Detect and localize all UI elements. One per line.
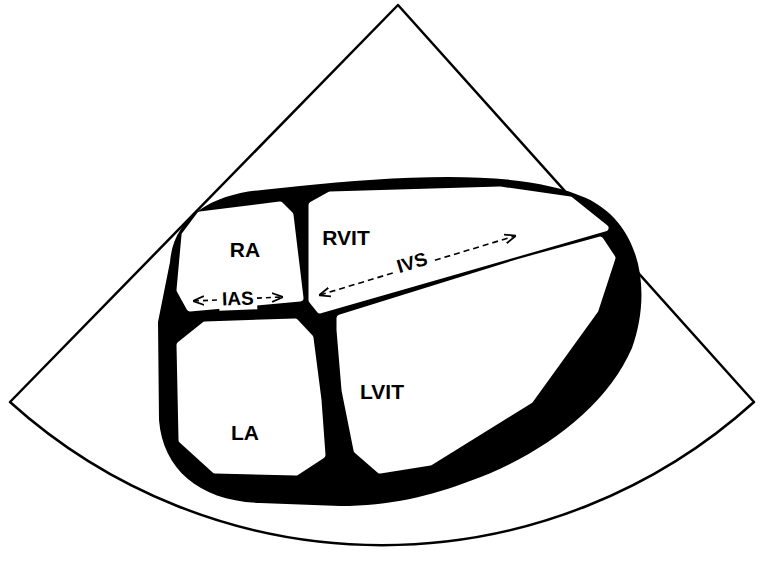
left-ventricle-chamber: LVIT: [335, 235, 617, 475]
septum-label: IAS: [219, 288, 257, 310]
chamber-label: RVIT: [322, 226, 369, 249]
chamber-label: LVIT: [360, 380, 404, 403]
ivs-dimension-arrow: [320, 236, 515, 295]
chamber-cavity: [340, 240, 612, 470]
heart-wall: [158, 177, 641, 506]
scan-sector: [10, 5, 754, 545]
chamber-label: RA: [230, 238, 260, 261]
chamber-label: LA: [231, 421, 259, 444]
left-atrium-chamber: LA: [175, 317, 327, 477]
chamber-cavity: [180, 322, 322, 472]
chamber-outline: [175, 317, 327, 477]
chamber-outline: [335, 235, 617, 475]
